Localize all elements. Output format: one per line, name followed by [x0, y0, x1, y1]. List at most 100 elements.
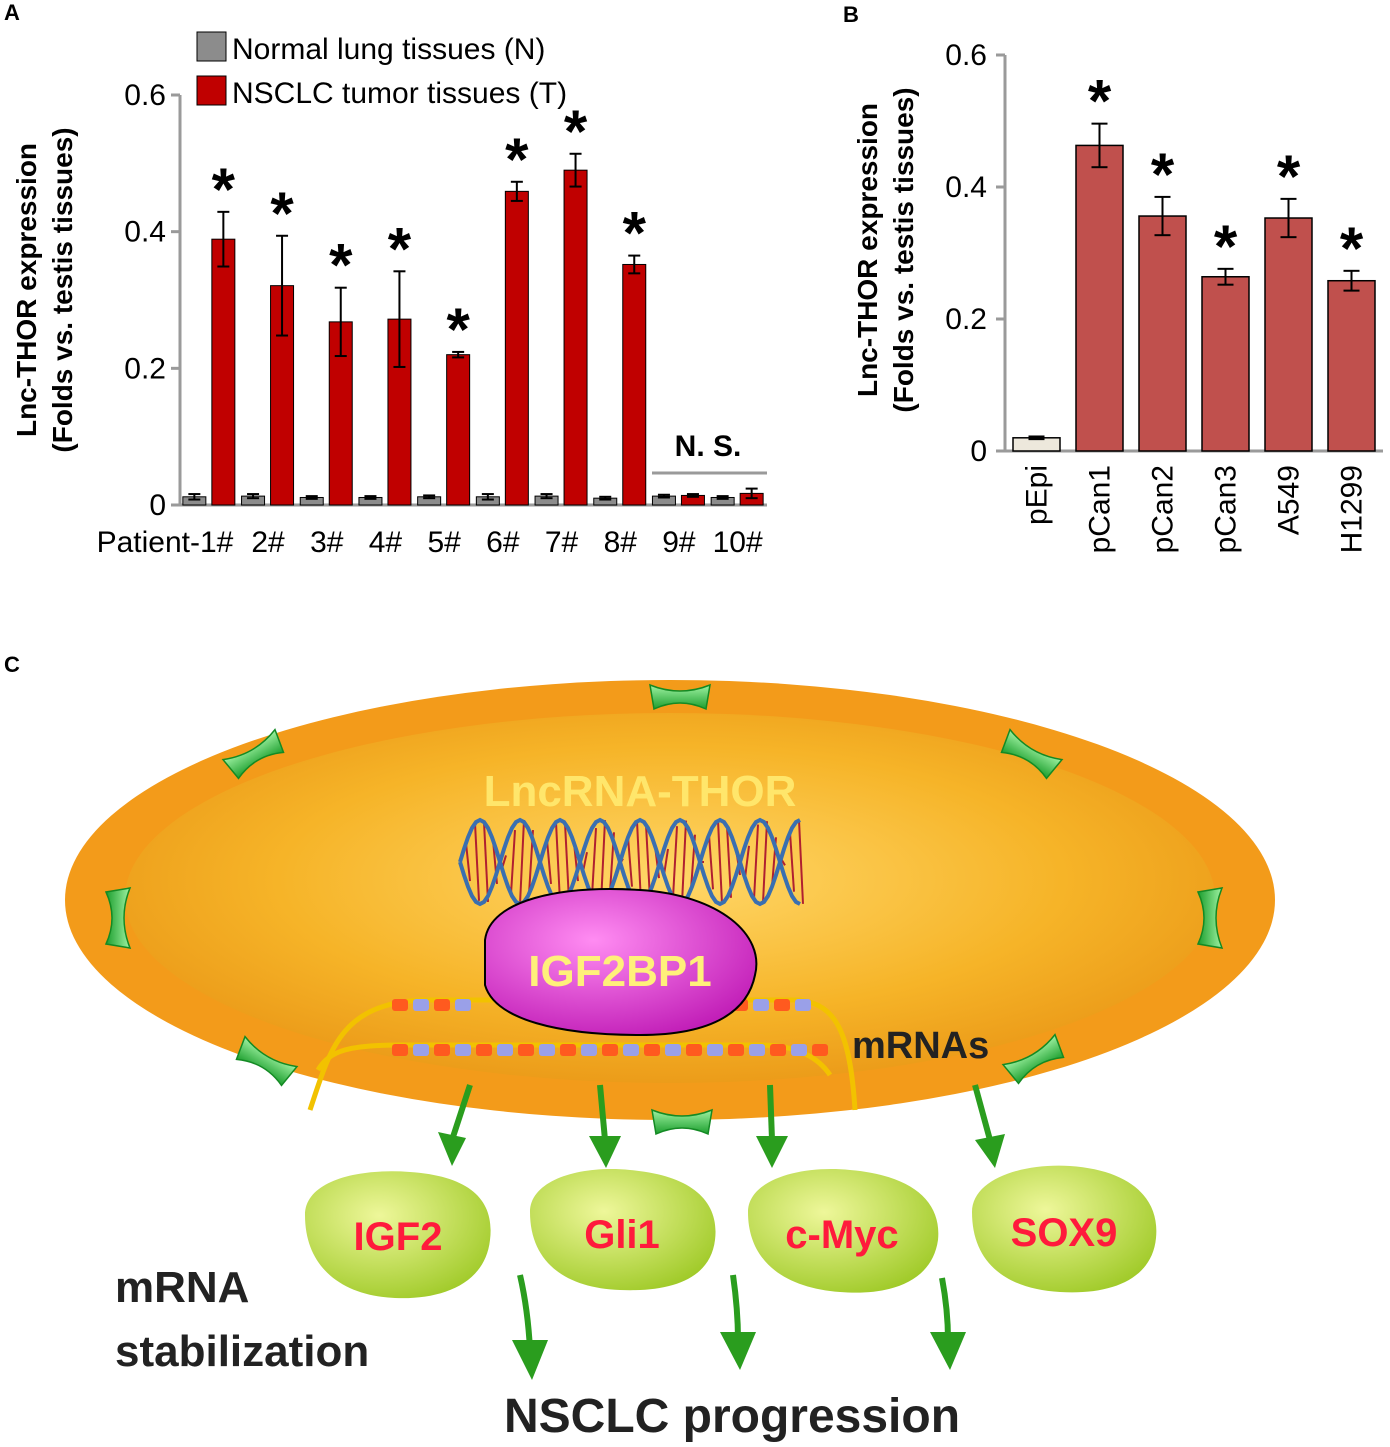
stabilization-label-line1: mRNA [115, 1263, 249, 1312]
arrow-icon [756, 1084, 788, 1168]
igf2bp1-label: IGF2BP1 [528, 947, 711, 996]
chart-b-xtick-label: pCan2 [1147, 465, 1180, 553]
chart-a-ytick-label: 0.2 [124, 352, 166, 385]
membrane-channels [104, 683, 1224, 1136]
error-bar [1280, 197, 1297, 239]
significance-star: * [505, 126, 529, 193]
chart-a-xtick-label: 8# [604, 526, 638, 559]
error-bar [686, 493, 699, 498]
error-bar [276, 234, 289, 337]
significance-star: * [446, 296, 470, 363]
arrows-to-progression [512, 1274, 966, 1380]
chart-a-xtick-label: 4# [369, 526, 403, 559]
progression-label: NSCLC progression [504, 1390, 960, 1443]
bar-tumor [563, 169, 588, 506]
error-bar [569, 152, 582, 188]
significance-star: * [1151, 141, 1175, 208]
target-cmyc: c-Myc [748, 1169, 939, 1293]
bar-a549 [1264, 217, 1313, 452]
channel-icon [235, 1035, 299, 1087]
error-bar [364, 495, 377, 500]
chart-b-ytick-label: 0 [970, 435, 987, 468]
error-bar [1028, 435, 1045, 441]
bar-pcan3 [1201, 276, 1250, 452]
error-bar [628, 254, 641, 275]
error-bar [423, 494, 436, 500]
channel-icon [651, 1108, 713, 1136]
bar-pcan2 [1138, 215, 1187, 452]
significance-star: * [388, 215, 412, 282]
panel-label-c: C [4, 652, 20, 677]
chart-a: Lnc-THOR expression (Folds vs. testis ti… [11, 31, 767, 559]
target-label-gli1: Gli1 [584, 1213, 660, 1257]
error-bar [1343, 269, 1360, 292]
chart-a-xtick-label: 7# [545, 526, 579, 559]
significance-star: * [1214, 213, 1238, 280]
chart-a-ylabel-line1: Lnc-THOR expression [11, 143, 42, 437]
chart-a-ytick-label: 0.6 [124, 79, 166, 112]
legend-swatch-tumor [196, 75, 227, 106]
arrow-icon [930, 1277, 966, 1370]
significance-star: * [564, 98, 588, 165]
chart-b-ylabel: Lnc-THOR expression (Folds vs. testis ti… [852, 87, 919, 412]
chart-a-xtick-label: 10# [713, 526, 763, 559]
chart-a-xtick-label: 6# [486, 526, 520, 559]
significance-star: * [329, 232, 353, 299]
bar-tumor [622, 263, 647, 506]
bar-tumor [211, 238, 236, 506]
chart-b: Lnc-THOR expression (Folds vs. testis ti… [852, 39, 1383, 553]
error-bar [188, 493, 201, 501]
arrow-icon [720, 1274, 756, 1370]
chart-a-ylabel-line2: (Folds vs. testis tissues) [47, 127, 78, 452]
arrows-to-targets [438, 1084, 1005, 1168]
error-bar [540, 493, 553, 500]
chart-a-ylabel: Lnc-THOR expression (Folds vs. testis ti… [11, 127, 78, 452]
error-bar [657, 493, 670, 499]
mrna-strands [307, 997, 858, 1111]
error-bar [217, 210, 230, 268]
chart-b-ytick-label: 0.6 [945, 39, 987, 72]
chart-a-legend: Normal lung tissues (N) NSCLC tumor tiss… [196, 31, 567, 110]
chart-a-xtick-label: 5# [427, 526, 461, 559]
significance-star: * [1088, 68, 1112, 135]
channel-icon [649, 683, 711, 711]
error-bar [510, 180, 523, 202]
target-label-igf2: IGF2 [354, 1215, 443, 1259]
bar-tumor [504, 190, 529, 506]
chart-a-ytick-label: 0.4 [124, 216, 166, 249]
arrow-icon [589, 1084, 621, 1168]
target-gli1: Gli1 [530, 1169, 716, 1291]
chart-b-ylabel-line1: Lnc-THOR expression [852, 103, 883, 397]
error-bar [1217, 267, 1234, 286]
chart-b-ytick-label: 0.4 [945, 171, 987, 204]
chart-a-xtick-label: 9# [662, 526, 696, 559]
arrow-icon [512, 1274, 548, 1380]
mrnas-label: mRNAs [852, 1025, 989, 1067]
chart-a-xtick-label: 3# [310, 526, 344, 559]
error-bar [305, 495, 318, 500]
significance-star: * [212, 156, 236, 223]
stabilization-label-line2: stabilization [115, 1327, 369, 1376]
panel-label-a: A [4, 0, 20, 25]
legend-label-tumor: NSCLC tumor tissues (T) [232, 77, 567, 110]
target-label-sox9: SOX9 [1011, 1211, 1118, 1255]
chart-b-ylabel-line2: (Folds vs. testis tissues) [888, 87, 919, 412]
chart-b-xtick-label: A549 [1273, 465, 1306, 535]
target-label-cmyc: c-Myc [785, 1213, 898, 1257]
error-bar [393, 270, 406, 368]
chart-a-xtick-label: 2# [251, 526, 285, 559]
error-bar [745, 487, 758, 500]
error-bar [1154, 195, 1171, 237]
chart-b-xtick-label: pEpi [1021, 465, 1054, 525]
arrow-icon [438, 1084, 473, 1166]
igf2bp1-protein [484, 888, 758, 1037]
chart-b-xtick-label: pCan1 [1084, 465, 1117, 553]
error-bar [247, 493, 260, 500]
chart-b-xtick-label: H1299 [1336, 465, 1369, 553]
channel-icon [1001, 1033, 1065, 1085]
error-bar [334, 286, 347, 358]
chart-b-xtick-label: pCan3 [1210, 465, 1243, 553]
error-bar [481, 493, 494, 501]
error-bar [1091, 122, 1108, 169]
